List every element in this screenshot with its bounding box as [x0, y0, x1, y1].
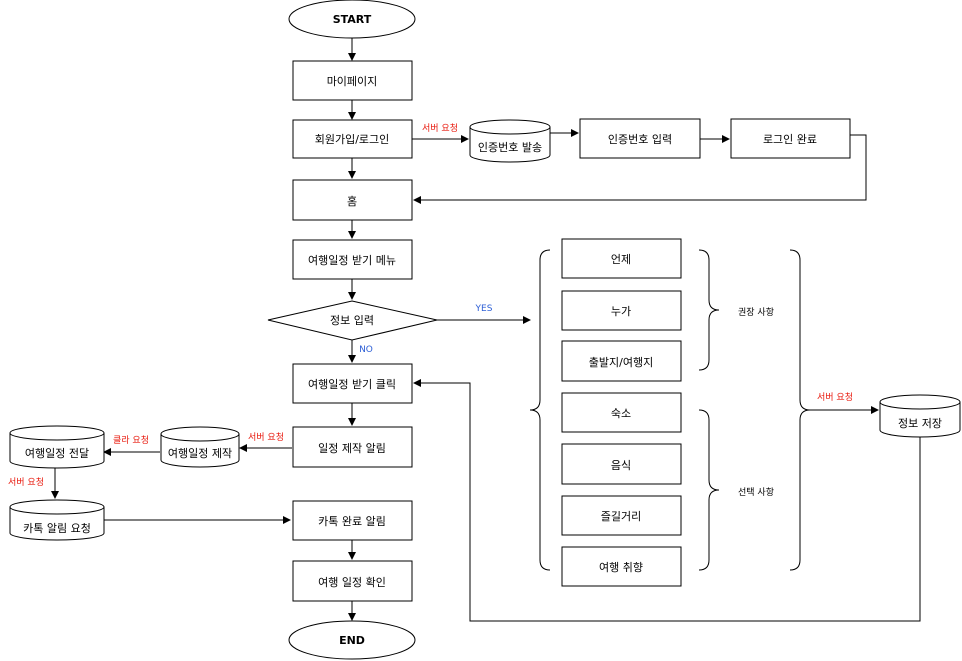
node-travel-pref: 여행 취향 — [561, 546, 682, 587]
node-label: 여행 취향 — [599, 561, 643, 574]
node-label: 카톡 완료 알림 — [318, 514, 386, 528]
edge-labels: 서버 요청 YES NO 서버 요청 클라 요청 서버 요청 서버 요청 — [8, 123, 853, 488]
edge-label-server-request: 서버 요청 — [817, 392, 853, 403]
node-create-alert: 일정 제작 알림 — [292, 426, 413, 468]
node-label: 인증번호 발송 — [478, 141, 542, 154]
node-label: END — [339, 634, 365, 647]
node-kakao-done-alert: 카톡 완료 알림 — [292, 500, 413, 541]
node-label: 숙소 — [611, 407, 631, 420]
node-label: 여행일정 전달 — [25, 446, 89, 460]
node-kakao-alert-request: 카톡 알림 요청 — [9, 499, 105, 541]
node-label: 즐길거리 — [601, 510, 641, 523]
decision-info-input: 정보 입력 — [267, 300, 438, 341]
node-food: 음식 — [561, 443, 682, 485]
node-label: 카톡 알림 요청 — [23, 521, 91, 535]
edge-save-click — [413, 379, 921, 622]
node-label: 인증번호 입력 — [608, 133, 672, 146]
node-depart-dest: 출발지/여행지 — [561, 340, 682, 382]
node-label: 여행일정 받기 클릭 — [308, 377, 396, 391]
node-label: 여행일정 제작 — [168, 446, 232, 460]
edge-label-server-request: 서버 요청 — [8, 477, 44, 488]
node-label: 정보 입력 — [330, 314, 374, 327]
edge-label-yes: YES — [475, 304, 493, 314]
optional-brace — [698, 409, 720, 571]
node-itinerary-menu: 여행일정 받기 메뉴 — [292, 239, 413, 280]
node-label: 여행 일정 확인 — [318, 575, 386, 589]
node-signup-login: 회원가입/로그인 — [292, 119, 413, 159]
node-auth-send: 인증번호 발송 — [469, 119, 551, 163]
edge-label-server-request: 서버 요청 — [248, 432, 284, 443]
node-label: 일정 제작 알림 — [318, 441, 386, 455]
node-start: START — [288, 0, 416, 39]
node-mypage: 마이페이지 — [292, 60, 413, 101]
node-label: 출발지/여행지 — [589, 356, 653, 369]
edge-label-client-request: 클라 요청 — [113, 435, 149, 446]
node-who: 누가 — [561, 290, 682, 331]
right-brace — [789, 249, 811, 571]
node-itinerary-click: 여행일정 받기 클릭 — [292, 363, 413, 404]
node-activities: 즐길거리 — [561, 495, 682, 536]
edge-label-no: NO — [359, 345, 373, 355]
node-itinerary-confirm: 여행 일정 확인 — [292, 560, 413, 602]
node-label: 정보 저장 — [898, 417, 942, 430]
group-label-optional: 선택 사항 — [738, 487, 774, 498]
node-login-done: 로그인 완료 — [730, 118, 851, 159]
left-brace — [529, 249, 551, 571]
node-label: 홈 — [347, 194, 357, 208]
node-label: START — [333, 13, 372, 26]
node-label: 누가 — [611, 305, 631, 318]
node-itinerary-deliver: 여행일정 전달 — [9, 425, 105, 469]
node-end: END — [288, 620, 416, 660]
node-label: 로그인 완료 — [763, 133, 817, 146]
node-when: 언제 — [561, 238, 682, 279]
node-save-info: 정보 저장 — [879, 394, 961, 438]
node-label: 음식 — [611, 459, 631, 472]
edge-label-server-request: 서버 요청 — [422, 123, 458, 134]
node-lodging: 숙소 — [561, 392, 682, 433]
connectors — [51, 38, 921, 622]
node-auth-input: 인증번호 입력 — [579, 118, 701, 159]
node-label: 언제 — [611, 253, 631, 266]
group-label-recommended: 권장 사항 — [738, 306, 774, 318]
node-itinerary-create: 여행일정 제작 — [160, 426, 240, 468]
node-home: 홈 — [292, 179, 413, 221]
edge-logindone-home — [413, 134, 867, 204]
node-label: 여행일정 받기 메뉴 — [308, 253, 396, 267]
recommended-brace — [698, 249, 720, 371]
node-label: 마이페이지 — [327, 75, 378, 88]
node-label: 회원가입/로그인 — [315, 133, 390, 146]
